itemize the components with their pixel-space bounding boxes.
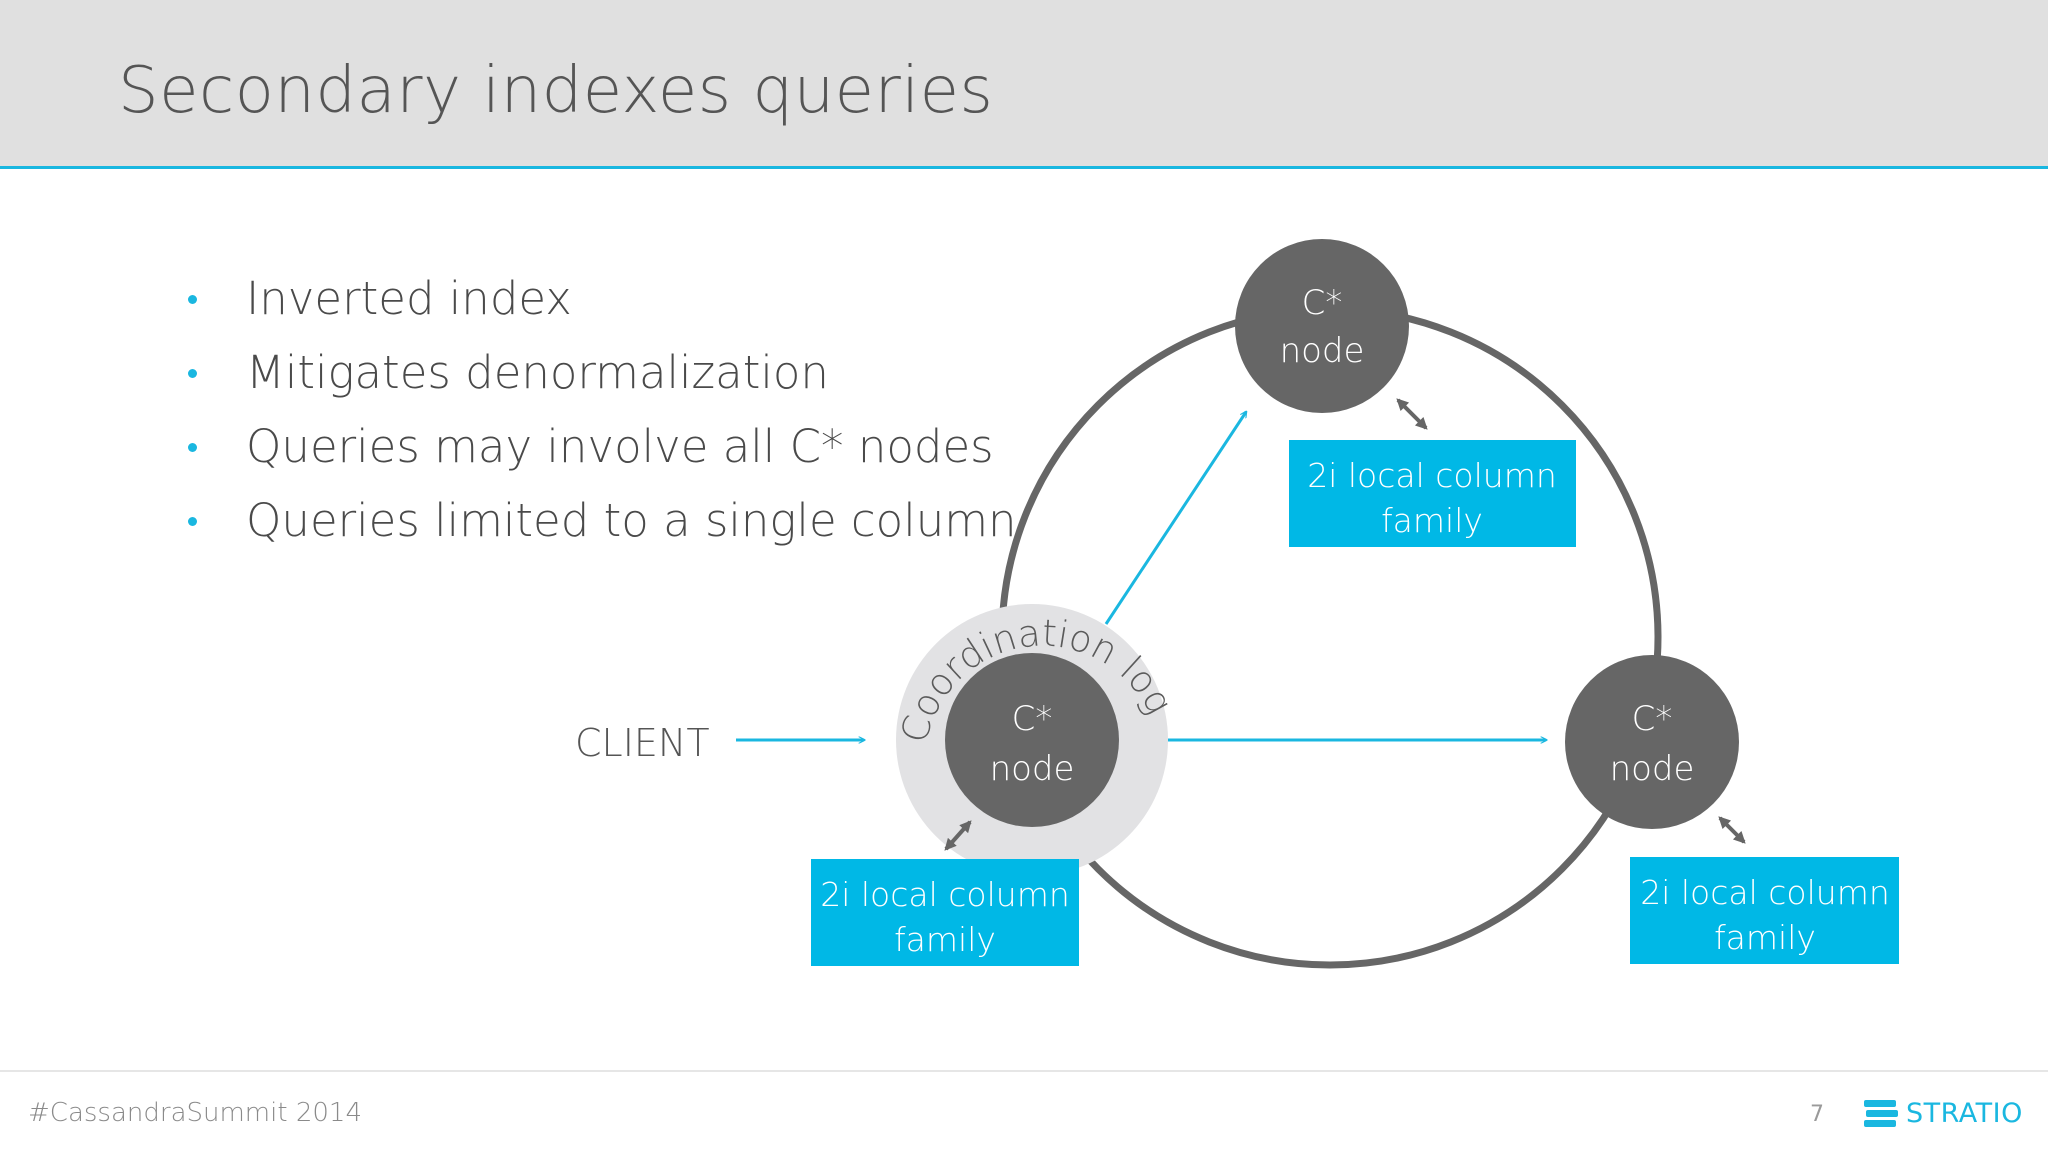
node-right-line2: node [1610, 749, 1695, 789]
bullet-item: Mitigates denormalization [182, 336, 1017, 410]
node-right: C* node [1565, 655, 1739, 829]
node-top-line2: node [1280, 331, 1365, 371]
coordination-label-path: Coordination logic [0, 0, 1181, 747]
node-right-circle [1565, 655, 1739, 829]
index-box-top-line1: 2i local column [1307, 456, 1557, 495]
index-box-top: 2i local column family [1289, 440, 1576, 547]
node-right-line1: C* [1632, 699, 1673, 739]
page-number: 7 [1810, 1102, 1824, 1127]
index-link-coordinator [944, 820, 972, 851]
bullet-text: Queries may involve all C* nodes [246, 420, 994, 473]
index-link-top [1396, 398, 1428, 430]
index-box-top-line2: family [1381, 501, 1483, 540]
header-bar: Secondary indexes queries [0, 0, 2048, 169]
bullet-item: Inverted index [182, 262, 1017, 336]
index-box-coordinator-rect [811, 859, 1079, 966]
index-box-right-line1: 2i local column [1640, 873, 1890, 912]
index-link-right [1718, 816, 1746, 844]
bullet-text: Mitigates denormalization [246, 346, 829, 399]
bullet-list: Inverted index Mitigates denormalization… [182, 262, 1017, 558]
coordination-label: Coordination logic [0, 0, 1181, 747]
footer-hashtag: #CassandraSummit 2014 [28, 1098, 362, 1128]
stratio-logo: STRATIO [1862, 1096, 2022, 1132]
request-arrow-top [1104, 412, 1246, 625]
bullet-item: Queries limited to a single column [182, 484, 1017, 558]
node-coordinator-line2: node [990, 749, 1075, 789]
footer-divider [0, 1070, 2048, 1072]
stratio-logo-text: STRATIO [1906, 1098, 2023, 1129]
stratio-logo-icon [1864, 1100, 1898, 1127]
index-box-coordinator-line1: 2i local column [820, 875, 1070, 914]
bullet-dot-icon [188, 369, 197, 378]
node-coordinator-circle [945, 653, 1119, 827]
index-box-coordinator: 2i local column family [811, 859, 1079, 966]
bullet-dot-icon [188, 517, 197, 526]
index-box-top-rect [1289, 440, 1576, 547]
node-coordinator: C* node [945, 653, 1119, 827]
bullet-dot-icon [188, 295, 197, 304]
bullet-dot-icon [188, 443, 197, 452]
node-top-line1: C* [1302, 283, 1343, 323]
node-top-circle [1235, 239, 1409, 413]
bullet-text: Queries limited to a single column [246, 494, 1017, 547]
node-top: C* node [1235, 239, 1409, 413]
index-box-right-line2: family [1714, 918, 1816, 957]
index-box-coordinator-line2: family [894, 920, 996, 959]
index-box-right-rect [1630, 857, 1899, 964]
index-box-right: 2i local column family [1630, 857, 1899, 964]
slide-title: Secondary indexes queries [118, 54, 994, 128]
client-label: CLIENT [575, 721, 710, 765]
bullet-item: Queries may involve all C* nodes [182, 410, 1017, 484]
node-coordinator-line1: C* [1012, 699, 1053, 739]
bullet-text: Inverted index [246, 272, 572, 325]
